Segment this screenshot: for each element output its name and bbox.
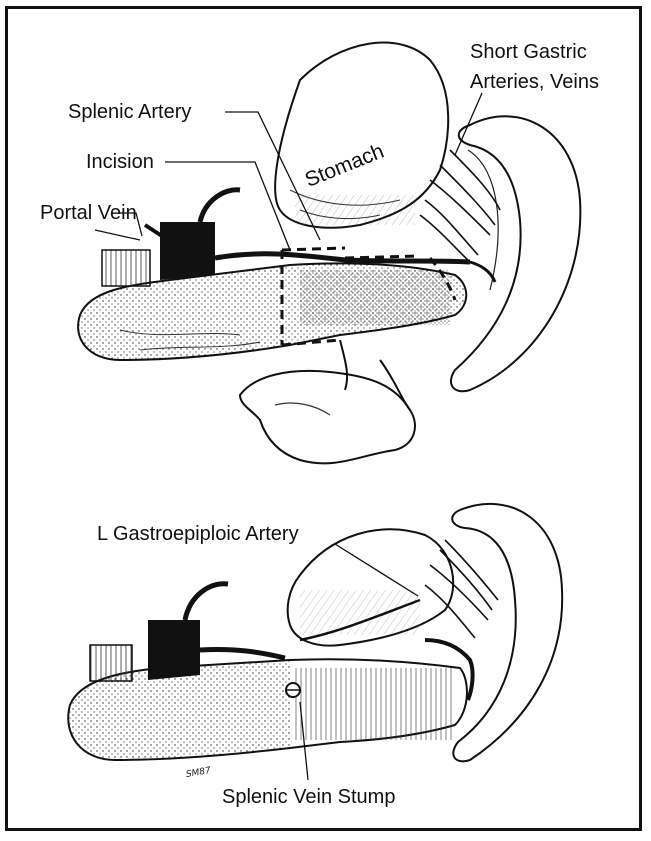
clamp-bottom [148, 620, 200, 680]
splenic-artery-label: Splenic Artery [68, 101, 192, 123]
l-gastroepiploic-artery-label: L Gastroepiploic Artery [97, 523, 299, 545]
spleen-bottom [451, 502, 564, 763]
bottom-panel [67, 502, 564, 763]
stomach-top [274, 41, 450, 229]
short-gastric-label-line1: Short Gastric [470, 41, 587, 63]
incision-dashes [280, 246, 457, 347]
clamp-top [160, 222, 215, 280]
l-gastroepiploic-artery [299, 598, 421, 642]
short-gastric-vessels-bottom [424, 539, 499, 639]
leader-lines [118, 92, 483, 781]
short-gastric-vessels [419, 149, 501, 263]
portal-vein-bottom [89, 644, 133, 682]
spleen-top [450, 115, 582, 393]
splenic-artery-bottom [199, 646, 286, 661]
incision-label: Incision [86, 151, 154, 173]
short-gastric-label-line2: Arteries, Veins [470, 71, 599, 93]
portal-vein-label: Portal Vein [40, 202, 137, 224]
top-panel [77, 41, 582, 465]
splenic-vein-stump [285, 682, 301, 698]
portal-vein-top [94, 229, 151, 287]
splenic-vein-stump-label: Splenic Vein Stump [222, 786, 396, 808]
hand-top [238, 369, 416, 465]
